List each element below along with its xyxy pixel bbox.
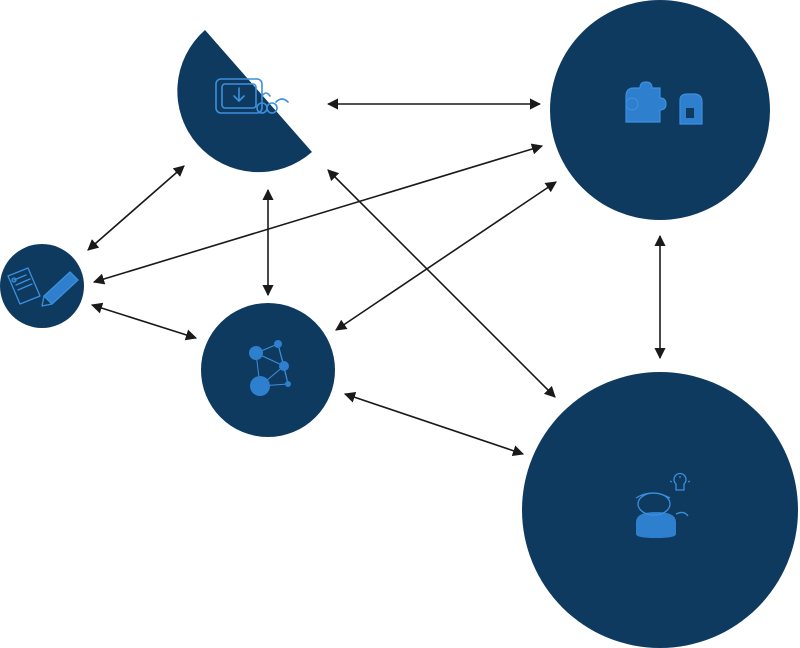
node-puzzle-team[interactable] bbox=[550, 0, 770, 220]
node-cloud-download[interactable] bbox=[177, 30, 312, 173]
node-circle bbox=[0, 244, 84, 328]
edge-cloud-to-document bbox=[87, 165, 185, 251]
node-circle bbox=[201, 303, 335, 437]
puzzle-pieces-icon bbox=[625, 81, 703, 125]
node-circle bbox=[177, 30, 312, 173]
edge-network-to-idea bbox=[343, 391, 525, 457]
node-circle bbox=[522, 372, 798, 648]
edge-document-to-network bbox=[90, 302, 198, 341]
edge-cloud-to-idea bbox=[327, 169, 556, 398]
lightbulb-person-icon bbox=[635, 472, 691, 538]
cloud-download-icon bbox=[215, 78, 289, 114]
edge-puzzle-to-document bbox=[92, 143, 544, 285]
network-graph-icon bbox=[249, 340, 291, 396]
node-network-graph[interactable] bbox=[201, 303, 335, 437]
edge-puzzle-to-network bbox=[335, 181, 557, 331]
node-idea-person[interactable] bbox=[522, 372, 798, 648]
node-document-signing[interactable] bbox=[0, 244, 84, 328]
document-pencil-icon bbox=[7, 267, 79, 307]
edges-layer bbox=[87, 98, 666, 457]
